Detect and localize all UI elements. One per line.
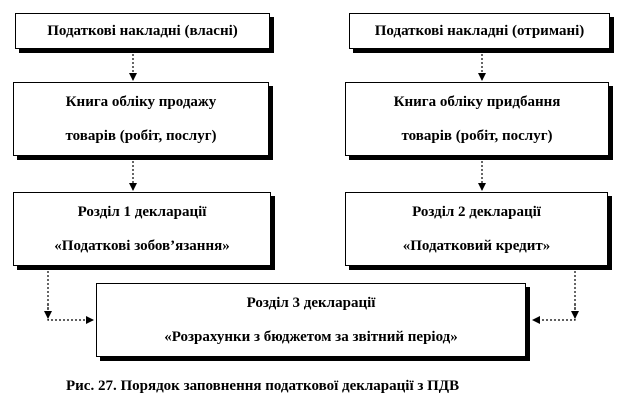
purchases-book-title-line-1: Книга обліку придбання [393, 94, 561, 110]
declaration-section-3-box: Розділ 3 декларації «Розрахунки з бюджет… [96, 283, 526, 357]
declaration-section-1-box: Розділ 1 декларації «Податкові зобов’яза… [13, 192, 271, 266]
section-3-subtitle: «Розрахунки з бюджетом за звітний період… [164, 329, 458, 345]
section-3-title: Розділ 3 декларації [246, 295, 376, 311]
declaration-section-2-box: Розділ 2 декларації «Податковий кредит» [345, 192, 608, 266]
tax-invoices-received-label: Податкові накладні (отримані) [374, 22, 585, 39]
section-1-title: Розділ 1 декларації [77, 204, 207, 220]
sales-book-title-line-2: товарів (робіт, послуг) [65, 128, 217, 144]
figure-caption: Рис. 27. Порядок заповнення податкової д… [66, 378, 460, 394]
section-2-subtitle: «Податковий кредит» [402, 238, 551, 254]
arrow-section-1-to-section-3 [47, 271, 94, 324]
section-2-title: Розділ 2 декларації [412, 204, 541, 220]
purchases-book-box: Книга обліку придбання товарів (робіт, п… [345, 82, 609, 156]
arrow-section-2-to-section-3 [532, 271, 576, 324]
sales-book-title-line-1: Книга обліку продажу [65, 94, 217, 110]
section-1-subtitle: «Податкові зобов’язання» [54, 238, 230, 254]
tax-invoices-own-label: Податкові накладні (власні) [47, 22, 238, 39]
tax-invoices-own-box: Податкові накладні (власні) [15, 13, 270, 49]
purchases-book-title-line-2: товарів (робіт, послуг) [401, 128, 553, 144]
sales-book-box: Книга обліку продажу товарів (робіт, пос… [13, 82, 269, 156]
tax-invoices-received-box: Податкові накладні (отримані) [349, 13, 610, 49]
